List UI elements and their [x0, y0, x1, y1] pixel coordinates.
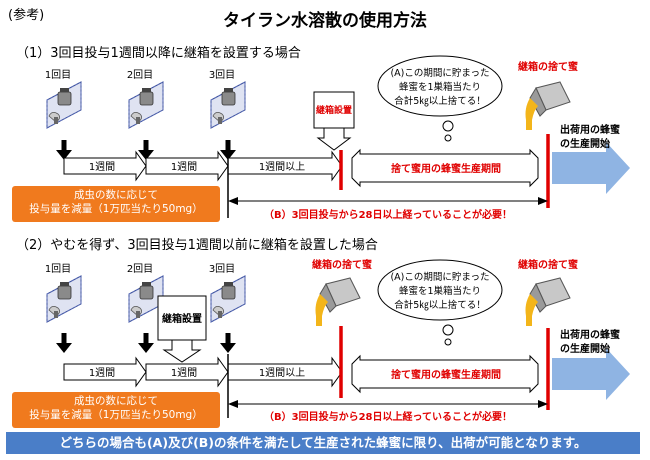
- s2-interval2-label: 1週間: [171, 367, 197, 379]
- s2-period-label: 捨て蜜用の蜂蜜生産期間: [391, 368, 501, 381]
- dosage-note-box: 成虫の数に応じて 投与量を減量（1万匹当たり50mg）: [12, 392, 220, 428]
- shipping-arrow: [552, 348, 630, 400]
- s1-period-label: 捨て蜜用の蜂蜜生産期間: [391, 162, 501, 175]
- s2-dose1-label: 1回目: [45, 263, 71, 275]
- honey-pour-icon: [525, 81, 571, 131]
- footer-banner: どちらの場合も(A)及び(B)の条件を満たして生産された蜂蜜に限り、出荷が可能と…: [6, 432, 640, 454]
- down-arrow-icon: [56, 333, 72, 353]
- install-box: [313, 91, 355, 129]
- s2-cloud-line1: (A)この期間に貯まった: [390, 272, 489, 283]
- reference-tag: (参考): [8, 8, 45, 23]
- s2-cloud-line2: 蜂蜜を1巣箱当たり: [399, 285, 481, 297]
- period-arrow: [351, 148, 539, 188]
- s1-interval3-label: 1週間以上: [259, 161, 305, 173]
- s1-dose3-label: 3回目: [209, 69, 235, 81]
- interval-arrow: [227, 356, 343, 388]
- medicine-icon: [46, 275, 82, 323]
- cloud-callout: [377, 55, 503, 142]
- medicine-icon: [210, 275, 246, 323]
- section1-title: （1）3回目投与1週間以降に継箱を設置する場合: [16, 46, 301, 61]
- s1-dose1-label: 1回目: [45, 69, 71, 81]
- dosage-note-line1: 成虫の数に応じて: [74, 395, 158, 407]
- page-title: タイラン水溶散の使用方法: [223, 11, 427, 31]
- s2-shipping-line1: 出荷用の蜂蜜: [560, 328, 620, 341]
- dosage-note-line2: 投与量を減量（1万匹当たり50mg）: [29, 203, 203, 215]
- s1-interval2-label: 1週間: [171, 161, 197, 173]
- s2-interval1-label: 1週間: [89, 367, 115, 379]
- s2-install-label: 継箱設置: [162, 312, 202, 325]
- s2-condition-b: （B）3回目投与から28日以上経っていることが必要！: [264, 410, 512, 423]
- section2-title: （2）やむを得ず、3回目投与1週間以前に継箱を設置した場合: [16, 238, 378, 253]
- s2-discard-left-label: 継箱の捨て蜜: [312, 258, 372, 271]
- s1-cloud-line2: 蜂蜜を1巣箱当たり: [399, 81, 481, 93]
- down-arrow-icon: [138, 140, 154, 160]
- s1-discard-label: 継箱の捨て蜜: [518, 60, 578, 73]
- medicine-icon: [46, 81, 82, 129]
- honey-pour-icon: [315, 277, 361, 327]
- medicine-icon: [128, 81, 164, 129]
- interval-arrow: [227, 150, 343, 182]
- interval-arrow: [63, 150, 147, 182]
- s2-cloud-line3: 合計5㎏以上捨てる！: [394, 299, 486, 311]
- s2-dose3-label: 3回目: [209, 263, 235, 275]
- s1-shipping-line1: 出荷用の蜂蜜: [560, 123, 620, 136]
- dosage-note-line1: 成虫の数に応じて: [74, 189, 158, 201]
- s1-dose2-label: 2回目: [127, 69, 153, 81]
- interval-arrow: [145, 150, 229, 182]
- s1-shipping-line2: の生産開始: [560, 137, 610, 150]
- honey-pour-icon: [525, 277, 571, 327]
- s1-interval1-label: 1週間: [89, 161, 115, 173]
- s1-cloud-line3: 合計5㎏以上捨てる！: [394, 95, 486, 107]
- interval-arrow: [63, 356, 147, 388]
- s1-install-label: 継箱設置: [316, 104, 352, 116]
- s2-interval3-label: 1週間以上: [259, 367, 305, 379]
- medicine-icon: [210, 81, 246, 129]
- dosage-note-line2: 投与量を減量（1万匹当たり50mg）: [29, 409, 203, 421]
- cloud-callout: [377, 259, 503, 346]
- s1-cloud-line1: (A)この期間に貯まった: [390, 68, 489, 79]
- interval-arrow: [145, 356, 229, 388]
- s1-condition-b: （B）3回目投与から28日以上経っていることが必要！: [264, 208, 512, 221]
- s2-shipping-line2: の生産開始: [560, 342, 610, 355]
- dosage-note-box: 成虫の数に応じて 投与量を減量（1万匹当たり50mg）: [12, 186, 220, 222]
- install-box: [157, 295, 207, 341]
- shipping-arrow: [552, 142, 630, 194]
- s2-dose2-label: 2回目: [127, 263, 153, 275]
- s2-discard-right-label: 継箱の捨て蜜: [518, 258, 578, 271]
- down-arrow-icon: [138, 333, 154, 353]
- down-arrow-icon: [220, 333, 236, 353]
- down-arrow-icon: [56, 140, 72, 160]
- period-arrow: [351, 354, 539, 394]
